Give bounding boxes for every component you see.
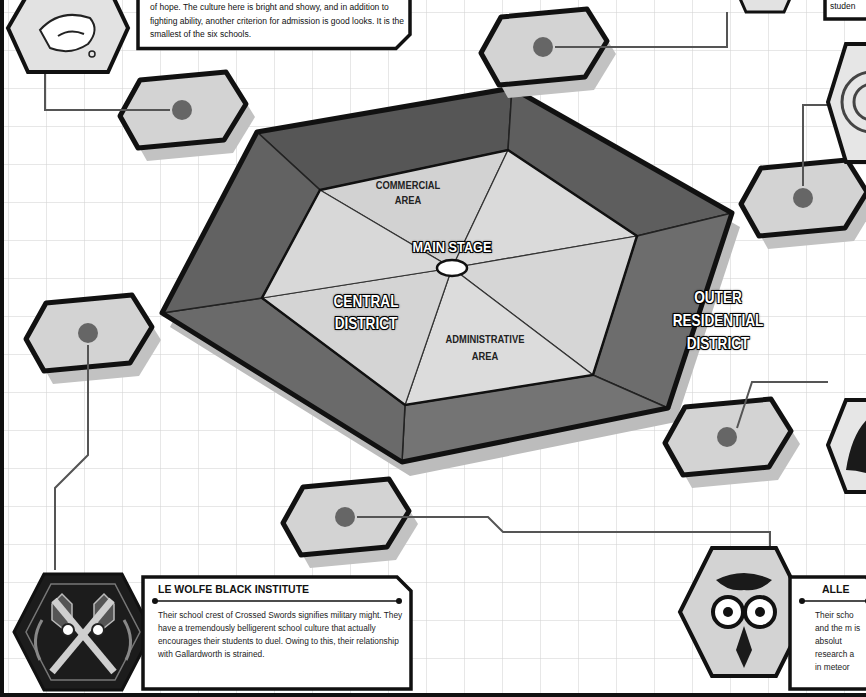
district-region: CENTRAL DISTRICT COMMERCIAL AREA MAIN STAG…: [262, 148, 637, 405]
leader-lines: [45, 12, 830, 570]
crest-top-left: [8, 0, 128, 72]
rule-dot: [799, 598, 805, 604]
callout-heading: ALLE: [822, 583, 862, 596]
crest-right-lower: [828, 400, 866, 492]
rule-dot: [152, 598, 158, 604]
school-callout: LE WOLFE BLACK INSTITUTE Their school cre…: [143, 577, 411, 689]
school-callout: ALLE Their scho and the m is absolut rese…: [790, 577, 866, 689]
central-district-segments: [262, 150, 637, 405]
rule-dot: [396, 598, 402, 604]
area-label: ADMINISTRATIVE AREA: [434, 331, 536, 365]
frame-edge: [0, 693, 866, 697]
crest-right: [828, 44, 866, 162]
main-stage: MAIN STAGE: [392, 236, 512, 278]
crest-top-right: [738, 0, 792, 12]
main-stage-mark: [437, 260, 467, 276]
district-label: CENTRAL DISTRICT: [322, 291, 410, 335]
callout-body: of hope. The culture here is bright and …: [150, 1, 412, 42]
callout-border: [790, 577, 866, 689]
school-hexagons: [26, 9, 866, 555]
area-segment: ADMINISTRATIVE AREA: [405, 268, 593, 405]
area-label: COMMERCIAL AREA: [366, 178, 451, 208]
school-dots: [78, 37, 813, 527]
stage-label: MAIN STAGE: [401, 238, 503, 256]
district-region: OUTER RESIDENTIAL DISTRICTCENTRAL DISTRI…: [162, 88, 735, 462]
callout-body: studen: [830, 0, 864, 12]
school-hexagon-shadows: [35, 22, 866, 568]
info-callout: of hope. The culture here is bright and …: [138, 0, 410, 49]
info-callout: studen: [825, 0, 866, 19]
rule-dot: [865, 598, 866, 604]
district-label: OUTER RESIDENTIAL DISTRICT: [665, 286, 771, 355]
frame-edge: [0, 0, 4, 697]
callout-body: Their school crest of Crossed Swords sig…: [158, 609, 408, 661]
heading-rule: [802, 600, 866, 602]
callout-body: Their scho and the m is absolut research…: [815, 609, 862, 674]
heading-rule: [155, 600, 399, 602]
callout-border: [825, 0, 866, 19]
callout-border: [143, 577, 411, 689]
callout-heading: LE WOLFE BLACK INSTITUTE: [158, 583, 398, 596]
outer-district-band: [162, 88, 732, 462]
crest-crossed-swords: [14, 574, 152, 690]
